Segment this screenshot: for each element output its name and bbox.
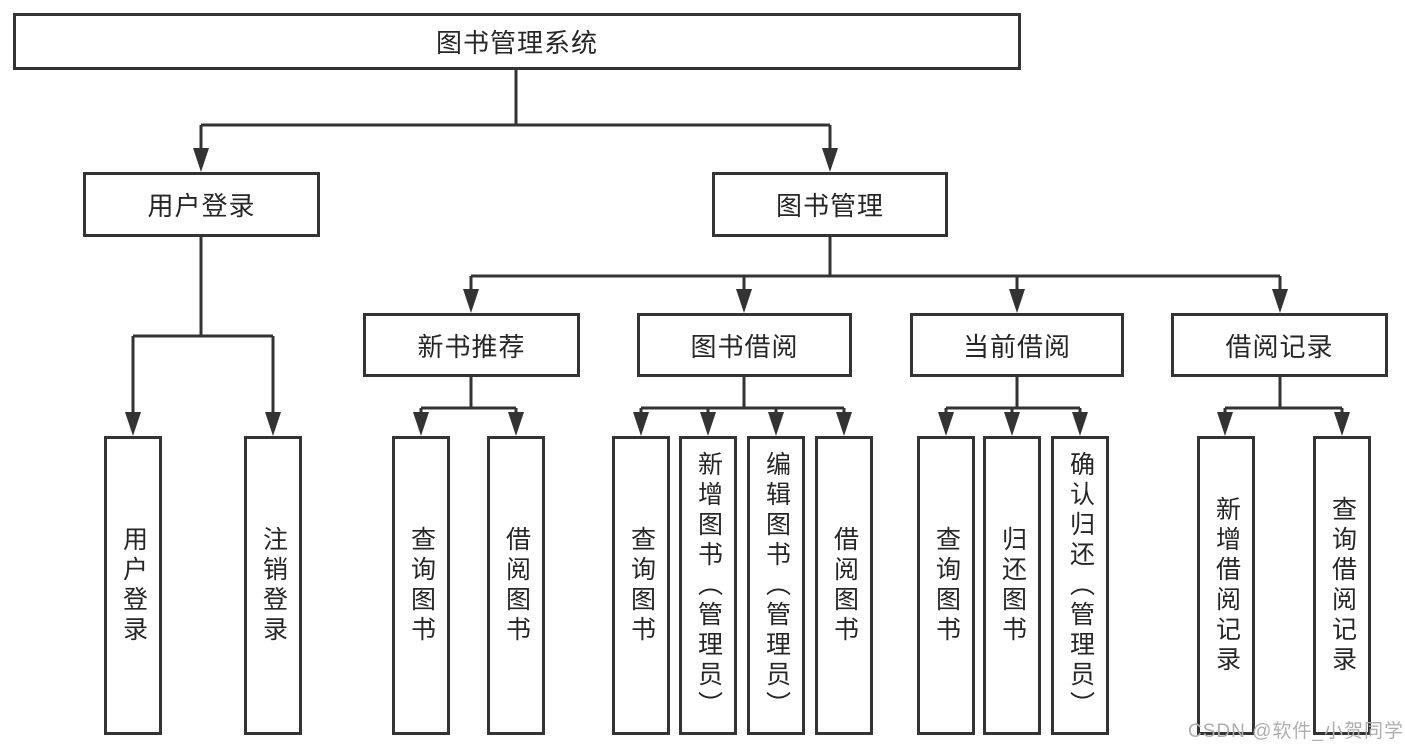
watermark: CSDN @软件_小贺同学 xyxy=(1188,721,1404,742)
leaf-borrow-books-recommend-label: 借阅图书 xyxy=(502,525,531,646)
leaf-query-books-recommend-label: 查询图书 xyxy=(407,525,436,646)
leaf-user-login-label: 用户登录 xyxy=(119,525,148,646)
node-new-book-recommendation-label: 新书推荐 xyxy=(417,331,526,362)
node-library-system: 图书管理系统 xyxy=(13,13,1021,70)
leaf-confirm-return-admin: 确认归还（管理员） xyxy=(1051,436,1109,735)
node-borrowing-records-label: 借阅记录 xyxy=(1225,331,1334,362)
leaf-query-books-current-label: 查询图书 xyxy=(932,525,961,646)
leaf-edit-books-admin-label: 编辑图书（管理员） xyxy=(762,450,791,721)
leaf-query-borrow-record: 查询借阅记录 xyxy=(1313,436,1371,735)
leaf-query-books-recommend: 查询图书 xyxy=(392,436,450,735)
node-user-login: 用户登录 xyxy=(83,172,320,237)
node-borrowing-records: 借阅记录 xyxy=(1171,313,1388,377)
leaf-logout-label: 注销登录 xyxy=(259,525,288,646)
connector-lines xyxy=(131,70,1344,414)
leaf-borrow-books-borrowing: 借阅图书 xyxy=(815,436,873,735)
leaf-add-borrow-record-label: 新增借阅记录 xyxy=(1212,495,1241,676)
leaf-query-books-borrowing: 查询图书 xyxy=(612,436,670,735)
leaf-query-books-current: 查询图书 xyxy=(917,436,975,735)
leaf-logout: 注销登录 xyxy=(244,436,302,735)
node-book-borrowing: 图书借阅 xyxy=(637,313,852,377)
leaf-query-borrow-record-label: 查询借阅记录 xyxy=(1328,495,1357,676)
node-book-management: 图书管理 xyxy=(712,172,948,237)
connector-arrowheads xyxy=(125,148,1350,436)
leaf-confirm-return-admin-label: 确认归还（管理员） xyxy=(1066,450,1095,721)
node-current-borrowing: 当前借阅 xyxy=(910,313,1124,377)
node-book-borrowing-label: 图书借阅 xyxy=(690,331,799,362)
leaf-edit-books-admin: 编辑图书（管理员） xyxy=(747,436,805,735)
leaf-borrow-books-recommend: 借阅图书 xyxy=(487,436,545,735)
node-new-book-recommendation: 新书推荐 xyxy=(363,313,580,377)
leaf-user-login: 用户登录 xyxy=(104,436,162,735)
leaf-add-books-admin: 新增图书（管理员） xyxy=(679,436,737,735)
leaf-return-books: 归还图书 xyxy=(983,436,1041,735)
node-user-login-label: 用户登录 xyxy=(147,191,256,221)
node-library-system-label: 图书管理系统 xyxy=(435,28,598,58)
leaf-return-books-label: 归还图书 xyxy=(998,525,1027,646)
leaf-query-books-borrowing-label: 查询图书 xyxy=(627,525,656,646)
node-current-borrowing-label: 当前借阅 xyxy=(962,331,1071,362)
node-book-management-label: 图书管理 xyxy=(775,191,884,221)
leaf-add-borrow-record: 新增借阅记录 xyxy=(1197,436,1255,735)
leaf-add-books-admin-label: 新增图书（管理员） xyxy=(694,450,723,721)
leaf-borrow-books-borrowing-label: 借阅图书 xyxy=(830,525,859,646)
